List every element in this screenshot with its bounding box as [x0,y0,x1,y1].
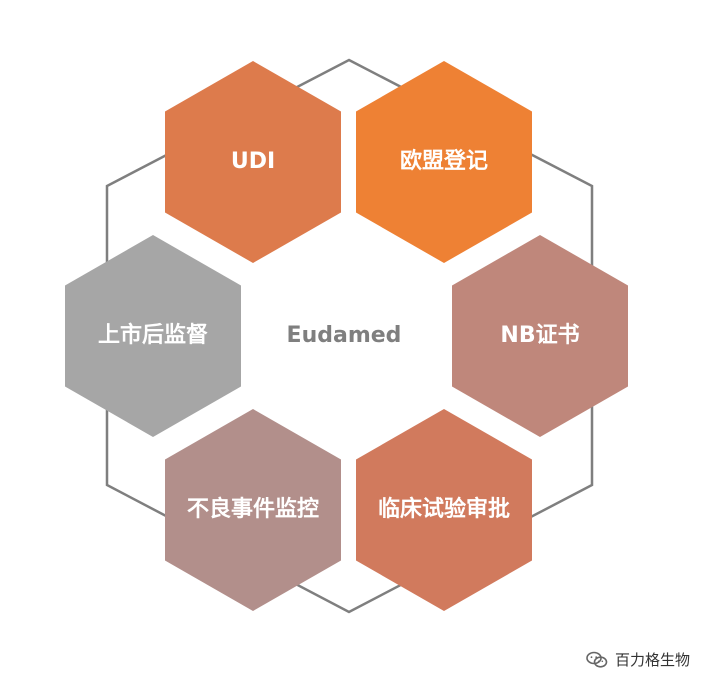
hexagon-clinical-trial-approval: 临床试验审批 [356,409,532,611]
hexagon-udi: UDI [165,61,341,263]
hexagon-label-adverse-event-monitoring: 不良事件监控 [187,496,319,522]
hexagon-label-udi: UDI [231,149,275,174]
watermark: 百力格生物 [585,650,690,670]
hexagon-shape-adverse-event-monitoring [165,409,341,611]
hexagon-label-nb-certificate: NB证书 [500,323,579,348]
outer-hexagon-outline [105,58,594,614]
hexagon-post-market-surveillance: 上市后监督 [65,235,241,437]
hexagon-label-clinical-trial-approval: 临床试验审批 [378,496,510,522]
watermark-text: 百力格生物 [614,650,690,669]
hexagon-shape-udi [165,61,341,263]
hexagon-shape-nb-certificate [452,235,628,437]
wechat-icon [586,651,608,668]
hexagon-shape-eu-registration [356,61,532,263]
hexagon-shape-post-market-surveillance [65,235,241,437]
hexagon-nb-certificate: NB证书 [452,235,628,437]
hexagon-adverse-event-monitoring: 不良事件监控 [165,409,341,611]
center-label: Eudamed [287,323,402,348]
hexagon-label-eu-registration: 欧盟登记 [400,148,488,174]
hexagon-shape-clinical-trial-approval [356,409,532,611]
hexagon-eu-registration: 欧盟登记 [356,61,532,263]
hexagon-label-post-market-surveillance: 上市后监督 [98,322,208,348]
